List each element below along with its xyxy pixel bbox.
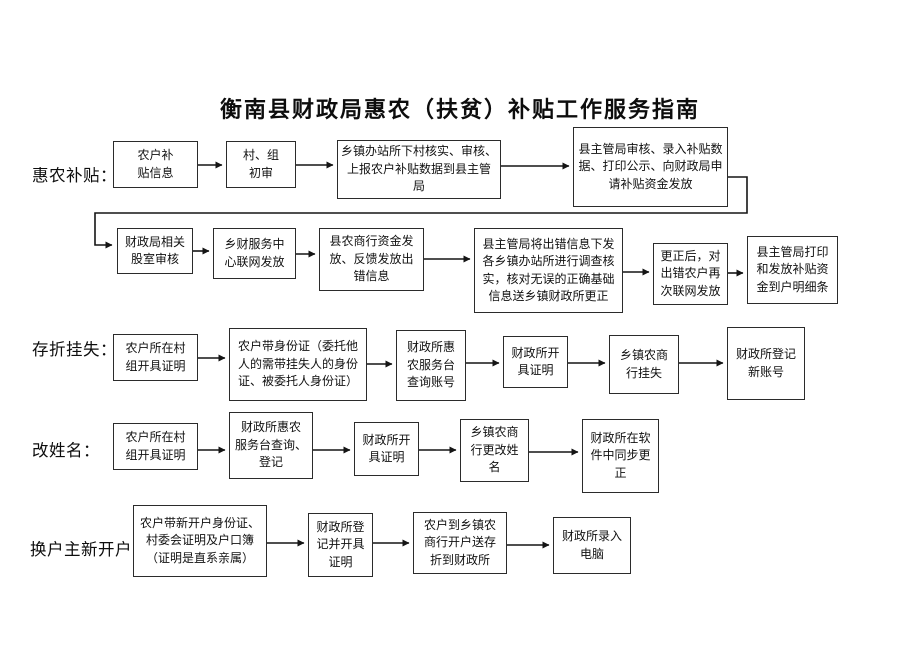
step-box: 财政局相关 股室审核 — [117, 228, 193, 274]
step-box: 财政所开 具证明 — [503, 336, 568, 388]
step-box: 财政所惠 农服务台 查询账号 — [396, 330, 466, 401]
page-title: 衡南县财政局惠农（扶贫）补贴工作服务指南 — [219, 97, 700, 122]
step-box: 财政所惠农 服务台查询、 登记 — [229, 412, 313, 479]
step-box: 农户所在村 组开具证明 — [113, 334, 198, 381]
step-box: 农户补 贴信息 — [113, 141, 198, 188]
step-box: 乡镇农商 行挂失 — [609, 335, 679, 394]
step-box: 县农商行资金发 放、反馈发放出 错信息 — [319, 228, 424, 291]
step-box: 农户所在村 组开具证明 — [113, 423, 198, 470]
step-box: 财政所在软 件中同步更 正 — [582, 419, 659, 493]
step-box: 县主管局将出错信息下发 各乡镇办站所进行调查核 实，核对无误的正确基础 信息送乡… — [474, 228, 623, 313]
step-box: 乡财服务中 心联网发放 — [213, 228, 296, 279]
step-box: 农户带身份证（委托他 人的需带挂失人的身份 证、被委托人身份证） — [229, 328, 367, 401]
step-box: 财政所登记 新账号 — [727, 327, 805, 400]
step-box: 农户到乡镇农 商行开户送存 折到财政所 — [413, 512, 507, 574]
flow-label-cunzhe-guashi: 存折挂失： — [32, 340, 117, 359]
step-box: 更正后，对 出错农户再 次联网发放 — [653, 243, 728, 305]
step-box: 乡镇农商 行更改姓 名 — [460, 419, 529, 482]
flow-label-huinong-butie: 惠农补贴： — [32, 166, 117, 185]
flow-label-gai-xingming: 改姓名： — [32, 441, 100, 460]
step-box: 农户带新开户身份证、 村委会证明及户口簿 （证明是直系亲属） — [133, 505, 267, 577]
step-box: 财政所登 记并开具 证明 — [308, 513, 373, 577]
step-box: 乡镇办站所下村核实、审核、 上报农户补贴数据到县主管 局 — [337, 140, 501, 199]
step-box: 财政所开 具证明 — [354, 422, 419, 476]
step-box: 县主管局审核、录入补贴数 据、打印公示、向财政局申 请补贴资金发放 — [573, 127, 728, 207]
step-box: 村、组 初审 — [226, 141, 296, 188]
step-box: 县主管局打印 和发放补贴资 金到户明细条 — [747, 236, 838, 304]
step-box: 财政所录入 电脑 — [553, 517, 631, 574]
flow-label-huan-huzhu: 换户主新开户： — [30, 540, 149, 559]
